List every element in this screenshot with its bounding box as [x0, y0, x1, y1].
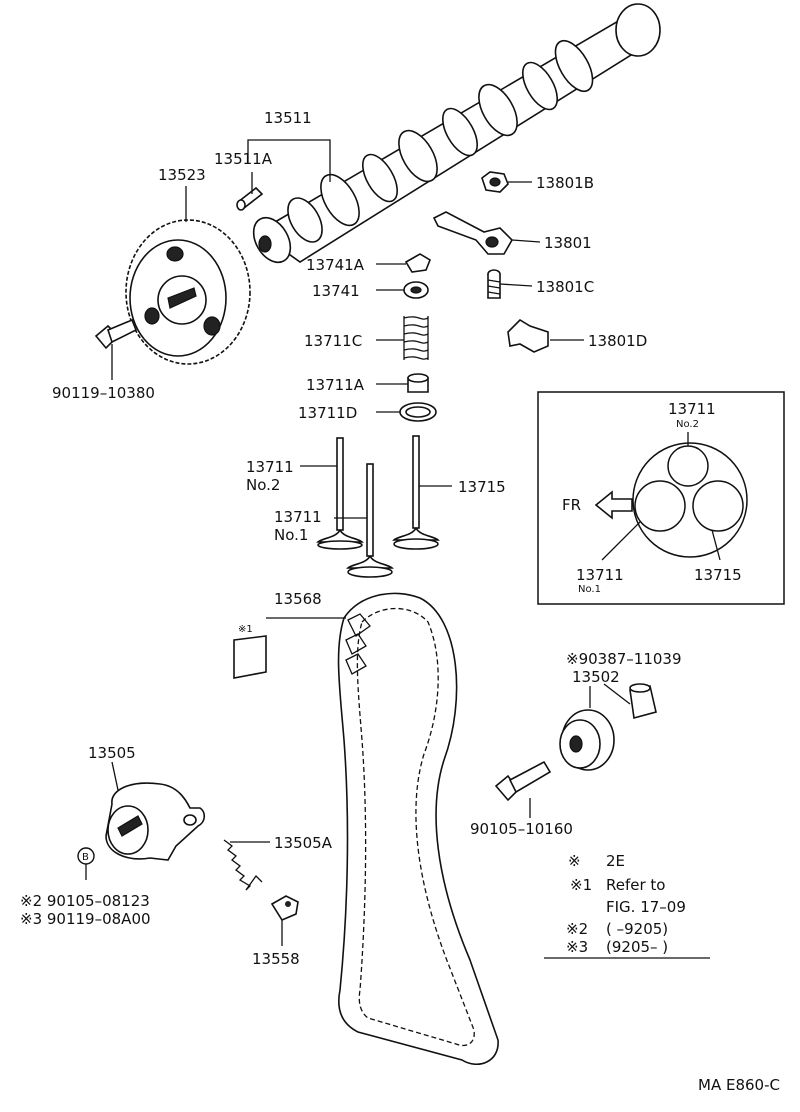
valve-spring-part[interactable]	[403, 316, 429, 360]
label-90105-08123: ※2 90105–08123	[20, 892, 150, 910]
intake-valve-no1-part[interactable]	[346, 463, 394, 578]
tensioner-spring-part[interactable]	[223, 839, 263, 891]
inset-label-no2: No.2	[676, 419, 699, 430]
spring-retainer-part[interactable]	[403, 281, 429, 299]
valve-keeper-part[interactable]	[404, 253, 431, 273]
label-13505a: 13505A	[274, 834, 333, 852]
label-13558: 13558	[252, 950, 300, 968]
inset-label-fr: FR	[562, 496, 581, 514]
idler-bolt-part[interactable]	[494, 760, 552, 802]
tensioner-part[interactable]	[105, 782, 206, 861]
label-no1: No.1	[274, 526, 308, 544]
valve-seal-part[interactable]	[407, 373, 429, 393]
legend: ※ 2E ※1 Refer to FIG. 17–09 ※2 ( –9205) …	[566, 852, 686, 956]
label-13511: 13511	[264, 109, 312, 127]
idler-pulley-part[interactable]	[559, 709, 615, 771]
camshaft-pin-part[interactable]	[236, 186, 264, 211]
intake-valve-no2-part[interactable]	[316, 437, 364, 550]
label-90119-10380: 90119–10380	[52, 384, 155, 402]
exhaust-valve-part[interactable]	[392, 435, 440, 550]
label-13715: 13715	[458, 478, 506, 496]
label-13741: 13741	[312, 282, 360, 300]
legend-mark-4: ※3	[566, 938, 588, 956]
valve-arrangement-inset	[537, 391, 785, 605]
legend-mark-1: ※1	[570, 876, 592, 894]
rocker-plate-part[interactable]	[507, 318, 549, 353]
label-13711-no1: 13711	[274, 508, 322, 526]
camshaft-sprocket-part[interactable]	[125, 219, 251, 365]
label-b: B	[82, 852, 89, 863]
label-13711d: 13711D	[298, 404, 357, 422]
label-13711c: 13711C	[304, 332, 362, 350]
nut-13801b-part[interactable]	[481, 171, 509, 193]
label-13801: 13801	[544, 234, 592, 252]
legend-mark-0: ※	[568, 852, 581, 870]
inset-label-13711-top: 13711	[668, 400, 716, 418]
inset-label-no1: No.1	[578, 584, 601, 595]
inset-label-13715: 13715	[694, 566, 742, 584]
label-13523: 13523	[158, 166, 206, 184]
label-13568: 13568	[274, 590, 322, 608]
label-13711-no2: 13711	[246, 458, 294, 476]
label-13801c: 13801C	[536, 278, 594, 296]
figure-code: MA E860-C	[698, 1076, 780, 1094]
legend-mark-3: ※2	[566, 920, 588, 938]
legend-text-3: ( –9205)	[606, 920, 668, 938]
label-13505: 13505	[88, 744, 136, 762]
label-13801b: 13801B	[536, 174, 594, 192]
label-13511a: 13511A	[214, 150, 273, 168]
legend-text-0: 2E	[606, 852, 625, 870]
spring-seat-part[interactable]	[399, 402, 437, 422]
label-mark1: ※1	[238, 624, 253, 635]
legend-text-2: FIG. 17–09	[606, 898, 686, 916]
label-90387-11039: ※90387–11039	[566, 650, 682, 668]
idler-collar-part[interactable]	[629, 683, 657, 720]
label-13741a: 13741A	[306, 256, 365, 274]
legend-text-1: Refer to	[606, 876, 665, 894]
spring-bracket-part[interactable]	[270, 895, 299, 922]
label-90105-10160: 90105–10160	[470, 820, 573, 838]
timing-belt-part[interactable]	[337, 592, 499, 1065]
leader-lines	[85, 139, 710, 959]
adjust-screw-part[interactable]	[487, 269, 501, 299]
camshaft-part[interactable]	[246, 3, 661, 269]
label-card-part	[233, 635, 267, 679]
label-no2: No.2	[246, 476, 280, 494]
rocker-arm-part[interactable]	[432, 211, 513, 255]
label-13711a: 13711A	[306, 376, 365, 394]
label-13502: 13502	[572, 668, 620, 686]
sprocket-bolt-part[interactable]	[94, 318, 138, 350]
label-90119-08a00: ※3 90119–08A00	[20, 910, 151, 928]
label-13801d: 13801D	[588, 332, 647, 350]
legend-text-4: (9205– )	[606, 938, 668, 956]
inset-label-13711-bottom: 13711	[576, 566, 624, 584]
